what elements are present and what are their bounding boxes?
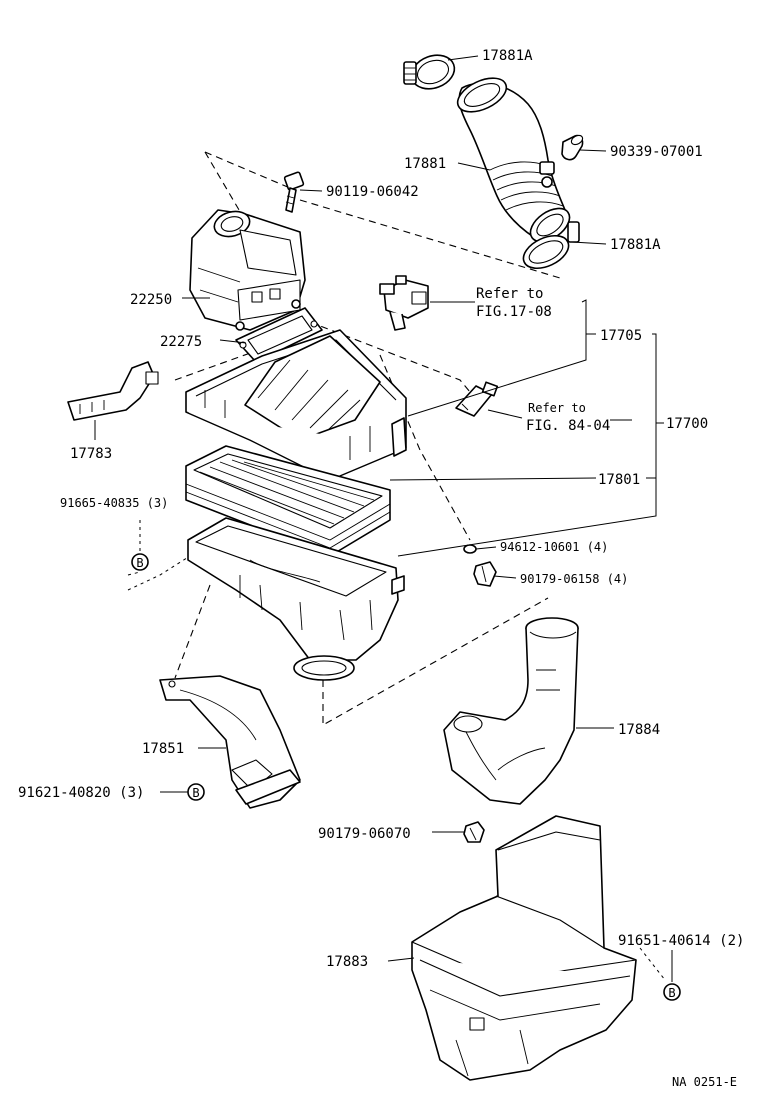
label-22250: 22250 <box>130 292 172 308</box>
vacuum-switching-valve <box>379 275 429 331</box>
label-refer-fig-17-08-line2: FIG.17-08 <box>476 304 552 320</box>
label-17783: 17783 <box>70 446 112 462</box>
ref-circle-b1: B <box>131 553 149 571</box>
label-17881: 17881 <box>404 156 446 172</box>
assembly-dashed-lines <box>127 151 666 981</box>
air-flow-meter <box>189 209 306 331</box>
label-17883: 17883 <box>326 954 368 970</box>
svg-text:B: B <box>136 556 143 570</box>
label-17801: 17801 <box>598 472 640 488</box>
intake-hose <box>456 77 571 243</box>
plug-90339 <box>561 134 584 161</box>
resonator-17883 <box>411 815 637 1081</box>
svg-text:B: B <box>668 986 675 1000</box>
label-22275: 22275 <box>160 334 202 350</box>
air-cleaner-cap <box>185 329 407 481</box>
leader-lines <box>94 55 673 982</box>
label-90119-06042: 90119-06042 <box>326 184 419 200</box>
nut-90179-06070 <box>463 821 485 843</box>
label-17851: 17851 <box>142 741 184 757</box>
intake-air-temperature-sensor <box>455 381 499 417</box>
label-91621-40820: 91621-40820 (3) <box>18 785 144 801</box>
footer-diagram-code: NA 0251-E <box>672 1075 737 1089</box>
label-94612-10601: 94612-10601 (4) <box>500 540 608 554</box>
label-refer-fig-84-04-line2: FIG. 84-04 <box>526 418 610 434</box>
label-91665-40835: 91665-40835 (3) <box>60 496 168 510</box>
label-17705: 17705 <box>600 328 642 344</box>
label-90179-06070: 90179-06070 <box>318 826 411 842</box>
bolt-90119 <box>283 171 305 213</box>
air-cleaner-case-lower <box>187 517 405 681</box>
label-17884: 17884 <box>618 722 660 738</box>
label-91651-40614: 91651-40614 (2) <box>618 933 744 949</box>
svg-text:B: B <box>192 786 199 800</box>
label-17881a-bottom: 17881A <box>610 237 661 253</box>
heat-shield-17851 <box>159 675 301 809</box>
label-refer-fig-84-04-line1: Refer to <box>528 401 586 415</box>
ref-circle-b3: B <box>663 983 681 1001</box>
label-90339-07001: 90339-07001 <box>610 144 703 160</box>
air-duct-17884 <box>443 617 579 805</box>
label-17700: 17700 <box>666 416 708 432</box>
ref-circle-b2: B <box>187 783 205 801</box>
label-17881a-top: 17881A <box>482 48 533 64</box>
hose-clamp-top <box>403 54 456 90</box>
gasket-22275 <box>235 307 323 363</box>
washer-and-nut <box>463 544 497 587</box>
label-refer-fig-17-08-line1: Refer to <box>476 286 543 302</box>
bracket-17783 <box>67 361 159 421</box>
label-90179-06158: 90179-06158 (4) <box>520 572 628 586</box>
